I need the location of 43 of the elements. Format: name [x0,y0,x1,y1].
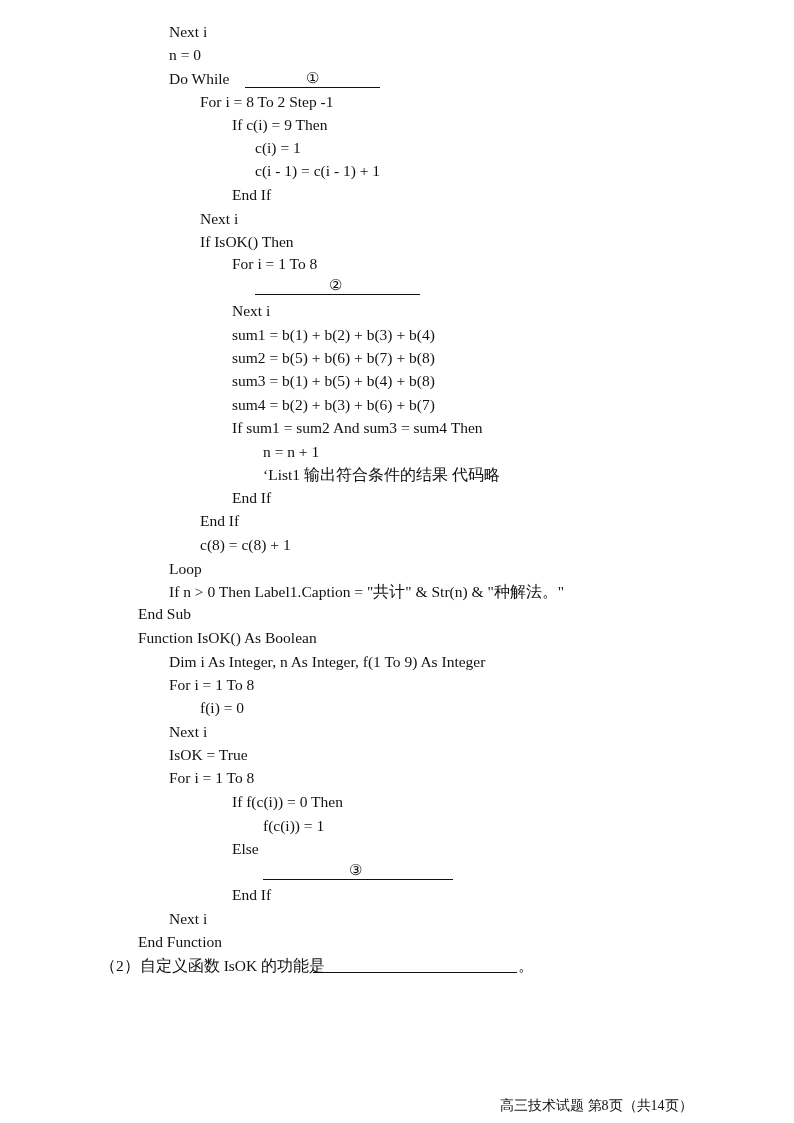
code-line: Loop [169,559,202,579]
code-line: Dim i As Integer, n As Integer, f(1 To 9) As Integer [169,652,486,672]
code-line: f(c(i)) = 1 [263,816,325,836]
code-line: If n > 0 Then Label1.Caption = "共计" & Str(n) & "种解法。" [169,582,565,602]
code-line: sum2 = b(5) + b(6) + b(7) + b(8) [232,348,435,368]
code-line: n = n + 1 [263,442,320,462]
code-line: Next i [232,301,271,321]
code-line: 。 [518,956,534,976]
code-line: For i = 1 To 8 [169,768,255,788]
code-line: Else [232,839,259,859]
code-line: sum3 = b(1) + b(5) + b(4) + b(8) [232,371,435,391]
blank-number: ② [329,277,342,293]
code-line: c(8) = c(8) + 1 [200,535,291,555]
code-line: For i = 1 To 8 [232,254,318,274]
code-line: For i = 1 To 8 [169,675,255,695]
code-line: Next i [169,909,208,929]
code-line: End Sub [138,604,191,624]
blank-number: ① [306,70,319,86]
code-line: c(i - 1) = c(i - 1) + 1 [255,161,381,181]
code-line: IsOK = True [169,745,248,765]
code-line: If f(c(i)) = 0 Then [232,792,343,812]
code-line: Function IsOK() As Boolean [138,628,317,648]
code-line: Next i [169,22,208,42]
code-line: If IsOK() Then [200,232,294,252]
code-line: If sum1 = sum2 And sum3 = sum4 Then [232,418,483,438]
code-line: Next i [169,722,208,742]
code-line: c(i) = 1 [255,138,301,158]
code-line: If c(i) = 9 Then [232,115,328,135]
code-line: End If [232,488,272,508]
code-line: ‘List1 输出符合条件的结果 代码略 [263,465,500,485]
code-line: sum1 = b(1) + b(2) + b(3) + b(4) [232,325,435,345]
code-line: End If [232,185,272,205]
blank-number: ③ [349,862,362,878]
code-line: Next i [200,209,239,229]
code-line: End Function [138,932,222,952]
code-line: n = 0 [169,45,201,65]
page-footer: 高三技术试题 第8页（共14页） [500,1096,693,1116]
code-line: For i = 8 To 2 Step -1 [200,92,334,112]
code-line: f(i) = 0 [200,698,245,718]
code-line: Do While [169,69,230,89]
code-line: End If [200,511,240,531]
code-line: End If [232,885,272,905]
code-line: sum4 = b(2) + b(3) + b(6) + b(7) [232,395,435,415]
